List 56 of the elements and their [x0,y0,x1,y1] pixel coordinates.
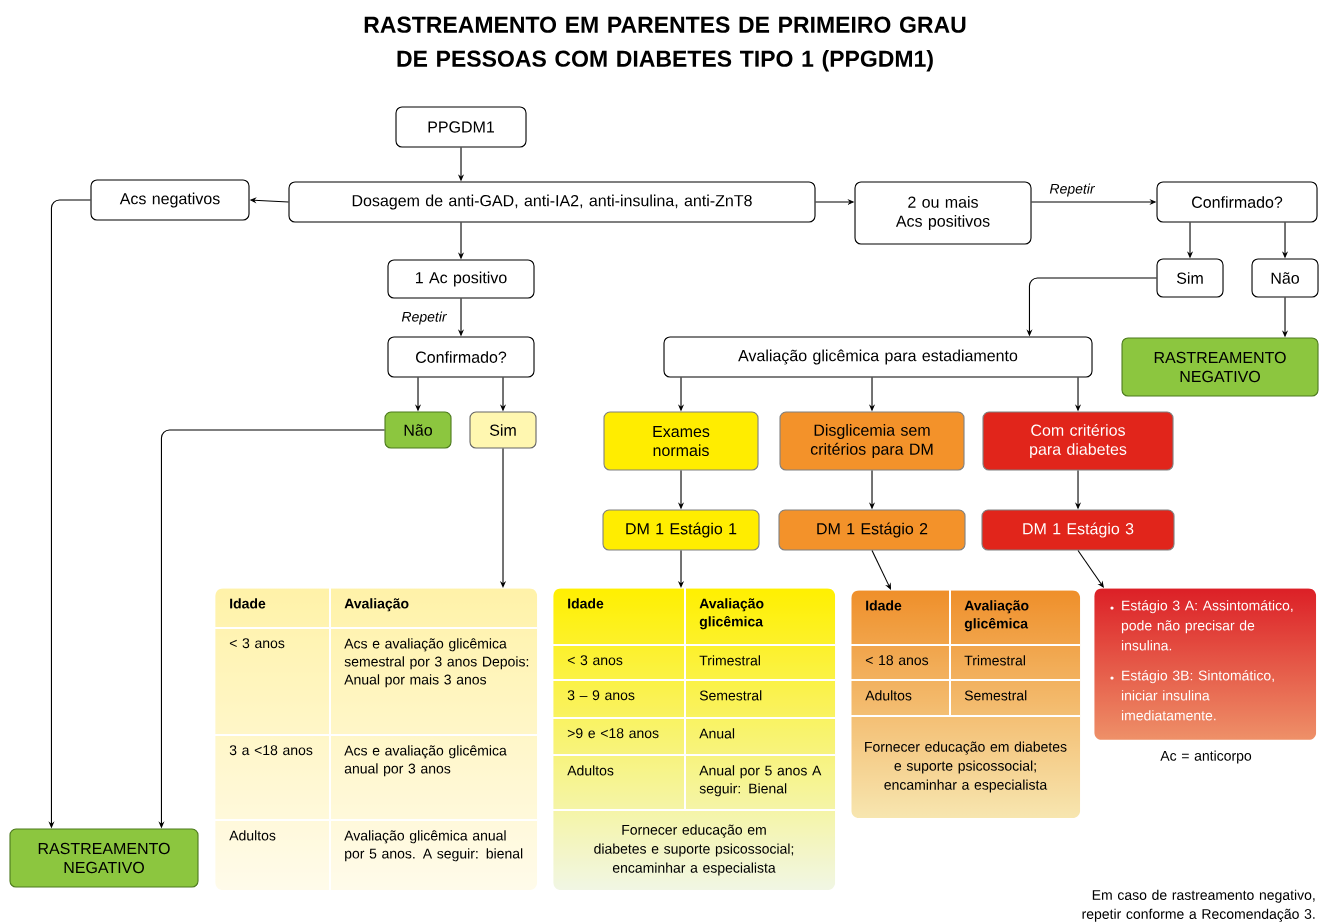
stage-box: DM 1 Estágio 2 [778,509,966,551]
table-cell: Avaliação [344,598,409,612]
answer-box: Não [1251,258,1319,298]
result-box: Exames normais [603,411,759,471]
title: RASTREAMENTO EM PARENTES DE PRIMEIRO GRAU DE PESSOAS COM DIABETES TIPO 1 (PPGDM1) [364,16,966,72]
stage-box: DM 1 Estágio 3 [981,509,1175,551]
result-box: RASTREAMENTO NEGATIVO [1121,337,1319,397]
table-cell: < 3 anos [229,638,285,649]
edge-label: Repetir [400,310,448,326]
table-cell: >9 e <18 anos [567,728,659,739]
decision-box: Confirmado? [387,336,535,378]
table-cell: Adultos [229,830,276,841]
table-cell: Semestral [699,690,762,701]
table-cell: Acs e avaliação glicêmica semestral por 3 anos Depois: Anual por mais 3 anos [344,638,529,688]
answer-box: Sim [469,411,537,449]
process-box: PPGDM1 [395,106,527,148]
table-cell: Avaliação glicêmica [964,600,1029,632]
table-cell: Adultos [567,765,614,776]
result-box: RASTREAMENTO NEGATIVO [9,828,199,888]
table-cell: Trimestral [964,655,1025,666]
process-box: Dosagem de anti-GAD, anti-IA2, anti-insulina, anti-ZnT8 [288,181,816,223]
result-box: Acs negativos [90,179,250,221]
table-cell: < 3 anos [567,655,623,666]
node-label: Estágio 3 A: Assintomático, pode não precisar de insulina. [1121,600,1293,651]
arrow [871,550,891,590]
table-cell: Trimestral [699,655,760,666]
edge-label: Repetir [1048,182,1096,198]
answer-box: Não [384,411,452,449]
result-box: Com critérios para diabetes [982,411,1174,471]
result-box: 1 Ac positivo [387,259,535,299]
table-cell: Idade [230,598,266,609]
table-cell: Semestral [964,690,1027,701]
table-cell: Avaliação glicêmica [699,598,764,630]
table-note: Fornecer educação em diabetes e suporte psicossocial; encaminhar a especialista [865,741,1067,793]
table-cell: Avaliação glicêmica anual por 5 anos. A seguir: bienal [344,830,523,862]
note: Em caso de rastreamento negativo, repetir conforme a Recomendação 3. [1082,889,1315,922]
stage-box: DM 1 Estágio 1 [602,509,760,551]
table-cell: 3 – 9 anos [567,690,635,701]
answer-box: Sim [1156,258,1224,298]
decision-box: Confirmado? [1156,181,1318,223]
result-box: Disglicemia sem critérios para DM [779,411,965,471]
result-box: 2 ou mais Acs positivos [854,181,1032,245]
table-cell: Anual por 5 anos A seguir: Bienal [699,765,822,797]
table-cell: Idade [866,600,902,611]
table-cell: Idade [568,598,604,609]
note: Ac = anticorpo [1160,750,1252,764]
arrow [1077,550,1104,588]
process-box: Avaliação glicêmica para estadiamento [663,336,1093,378]
table-note: Fornecer educação em diabetes e suporte psicossocial; encaminhar a especialista [594,824,794,876]
table-cell: < 18 anos [865,655,929,666]
note-box: Estágio 3 A: Assintomático, pode não precisar de insulina. Estágio 3B: Sintomático, iniciar insulina imediatamente. [1110,600,1293,721]
table-cell: 3 a <18 anos [229,745,313,756]
table-cell: Acs e avaliação glicêmica anual por 3 anos [344,745,507,777]
table-cell: Anual [699,728,735,739]
node-label: Estágio 3B: Sintomático, iniciar insulina imediatamente. [1121,670,1274,721]
table-cell: Adultos [865,690,912,701]
